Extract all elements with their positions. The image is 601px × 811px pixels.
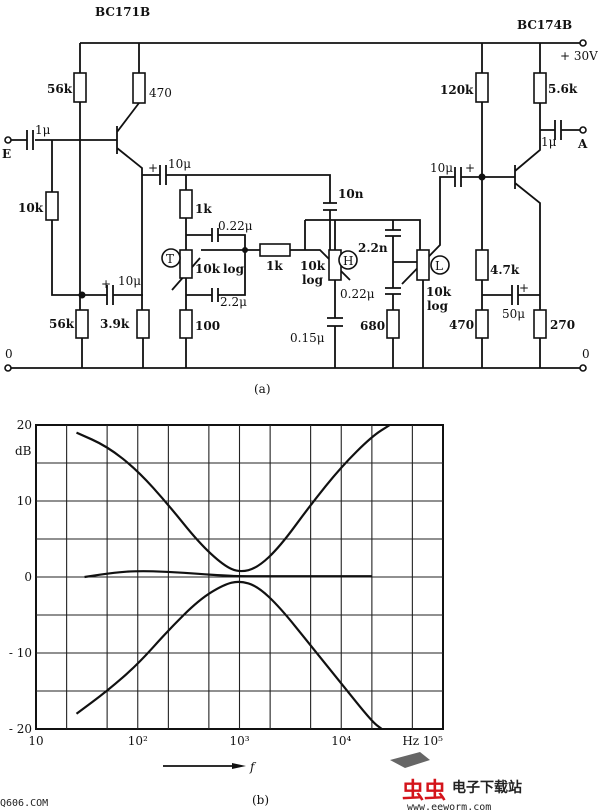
component-label: 10μ <box>430 161 453 175</box>
pot-high <box>328 249 342 281</box>
ground-terminal-right <box>579 364 587 372</box>
x-axis-label: f <box>249 760 257 774</box>
output-terminal <box>579 126 587 134</box>
component-label: 2.2μ <box>220 295 247 309</box>
component-label: 10n <box>338 187 364 201</box>
y-tick-label: - 10 <box>9 646 32 660</box>
watermark: Q606.COM 虫虫 电子下载站 www.eeworm.com <box>0 752 522 811</box>
series-line-flat <box>84 570 372 579</box>
component-label: 2.2n <box>358 241 388 255</box>
svg-text:+: + <box>148 161 158 175</box>
component-label: 1k <box>195 202 212 216</box>
component-label: 3.9k <box>100 317 130 331</box>
watermark-text: Q606.COM <box>0 798 48 809</box>
label-supply: + 30V <box>560 49 598 63</box>
component-label: H <box>343 254 353 268</box>
component-label: log <box>223 262 245 276</box>
component-label: 120k <box>440 83 474 97</box>
logo-mark: 虫虫 <box>402 778 446 804</box>
label-bc174b: BC174B <box>517 18 572 32</box>
wires <box>4 39 587 372</box>
component-label: log <box>427 299 449 313</box>
component-label: 56k <box>47 82 73 96</box>
component-label: 470 <box>449 318 474 332</box>
component-label: 680 <box>360 319 385 333</box>
component-label: 270 <box>550 318 575 332</box>
component-label: 1k <box>266 259 283 273</box>
label-ground-right: 0 <box>582 347 590 361</box>
input-terminal <box>4 136 12 144</box>
component-label: 1μ <box>541 135 557 149</box>
component-label: 10k <box>300 259 326 273</box>
pot-low <box>416 249 430 281</box>
component-label: T <box>166 252 174 266</box>
component-label: 4.7k <box>490 263 520 277</box>
component-label: 10μ <box>168 157 191 171</box>
component-label: 0.15μ <box>290 331 325 345</box>
ground-terminal-left <box>4 364 12 372</box>
label-ground-left: 0 <box>5 347 13 361</box>
component-label: 10μ <box>118 274 141 288</box>
y-axis-label: dB <box>15 444 32 458</box>
x-tick-label: 10 <box>28 734 43 748</box>
resistors <box>45 72 547 339</box>
series-line-max-cut <box>75 580 383 730</box>
caption-b: (b) <box>252 793 269 807</box>
y-tick-label: 20 <box>17 418 32 432</box>
component-label: 0.22μ <box>340 287 375 301</box>
component-label: 50μ <box>502 307 525 321</box>
component-label: 56k <box>49 317 75 331</box>
component-label: 470 <box>149 86 172 100</box>
component-label: L <box>435 259 443 273</box>
component-label: log <box>302 273 324 287</box>
component-label: 10k <box>195 262 221 276</box>
component-label: 10k <box>18 201 44 215</box>
series-line-max-boost <box>76 424 391 573</box>
component-label: 1μ <box>35 123 51 137</box>
chart-labels: dB f (b) <box>15 444 269 807</box>
label-bc171b: BC171B <box>95 5 150 19</box>
component-label: 0.22μ <box>218 219 253 233</box>
supply-terminal <box>579 39 587 47</box>
circuit-labels: BC171B BC174B + 30V E A 0 0 1μ 56k 470 1… <box>2 5 598 396</box>
x-tick-label: 10³ <box>229 734 249 748</box>
svg-text:+: + <box>101 277 111 291</box>
x-tick-label: 10⁴ <box>331 734 351 748</box>
x-tick-label: 10² <box>128 734 148 748</box>
label-output: A <box>577 137 588 151</box>
x-tick-label: Hz 10⁵ <box>402 734 443 748</box>
component-label: 100 <box>195 319 220 333</box>
logo-url: www.eeworm.com <box>407 802 491 811</box>
y-tick-label: - 20 <box>9 722 32 736</box>
graduation-cap-icon <box>390 752 430 768</box>
pot-treble <box>179 249 193 279</box>
svg-text:+: + <box>519 281 529 295</box>
component-label: 5.6k <box>548 82 578 96</box>
svg-text:+: + <box>465 161 475 175</box>
component-label: 10k <box>426 285 452 299</box>
logo-text: 电子下载站 <box>452 779 522 796</box>
y-tick-label: 0 <box>24 570 32 584</box>
label-input: E <box>2 147 11 161</box>
caption-a: (a) <box>254 382 271 396</box>
y-tick-label: 10 <box>17 494 32 508</box>
